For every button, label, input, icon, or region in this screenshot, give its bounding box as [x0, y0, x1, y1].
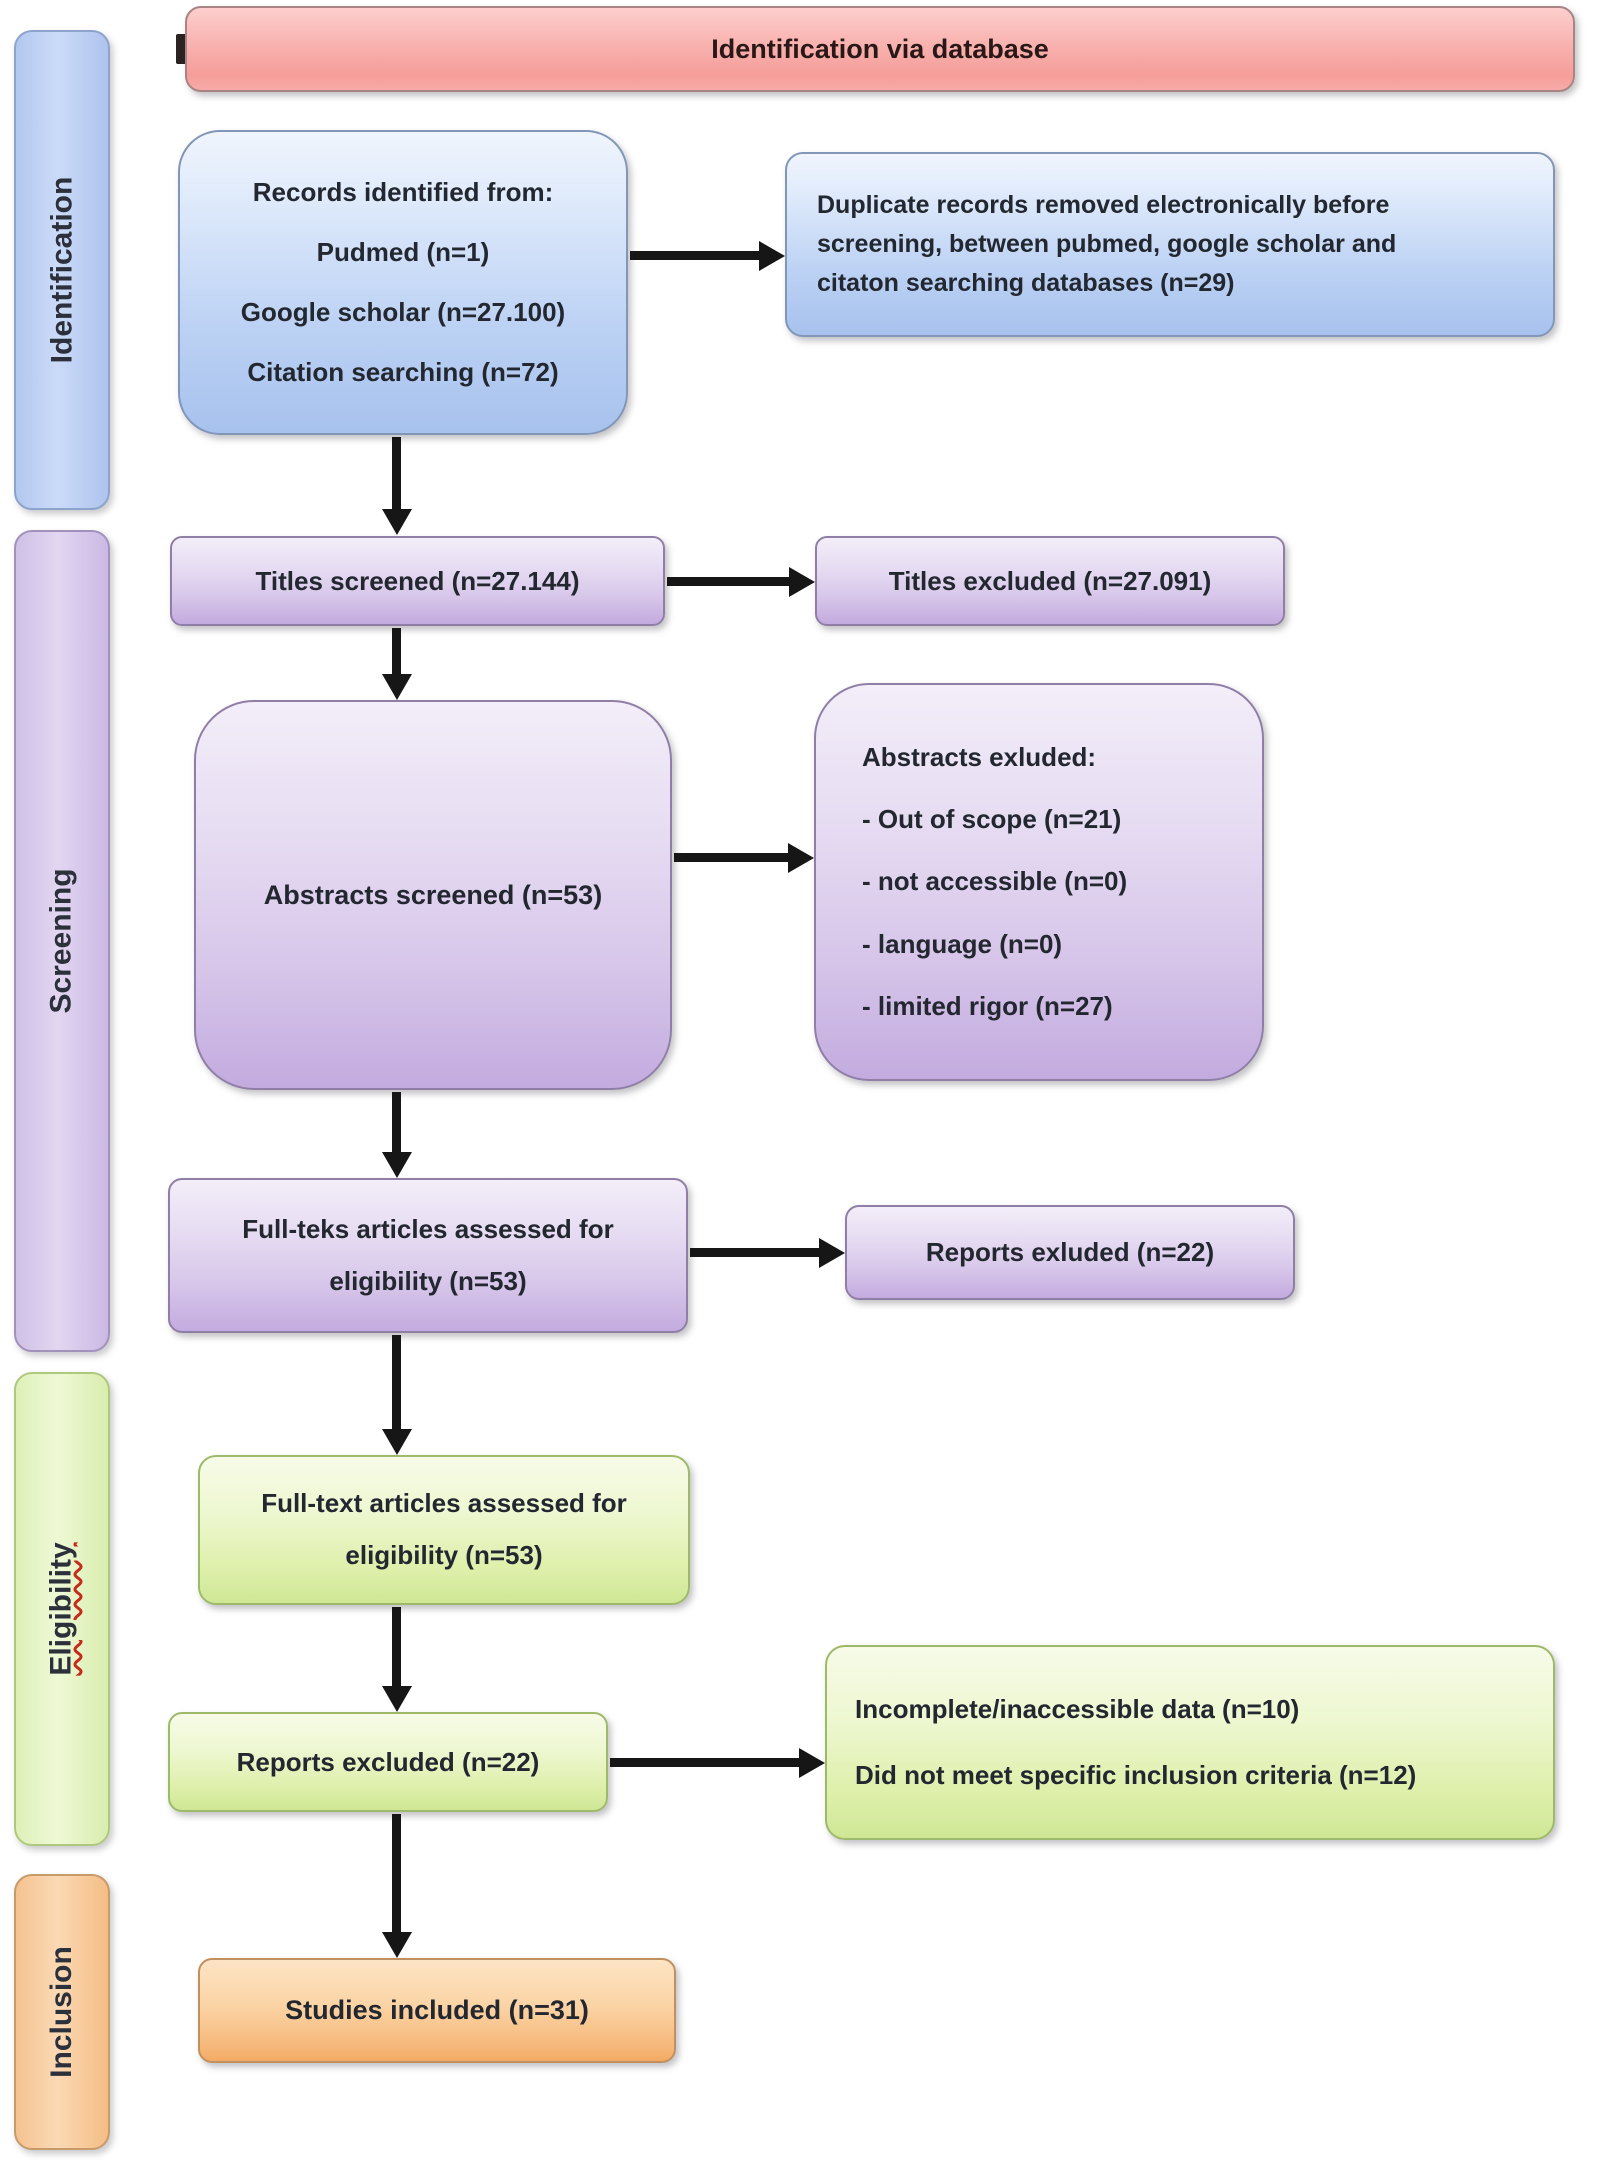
box-records-identified: Records identified from: Pudmed (n=1) Go… [178, 130, 628, 435]
abstracts-excluded-out-of-scope: - Out of scope (n=21) [862, 804, 1122, 835]
phase-label-inclusion: Inclusion [14, 1874, 110, 2150]
phase-label-identification: Identification [14, 30, 110, 510]
records-source-google-scholar: Google scholar (n=27.100) [240, 297, 566, 327]
duplicates-removed-text: Duplicate records removed electronically… [817, 191, 1397, 297]
box-titles-excluded: Titles excluded (n=27.091) [815, 536, 1285, 626]
box-abstracts-excluded: Abstracts exluded: - Out of scope (n=21)… [814, 683, 1264, 1081]
abstracts-excluded-not-accessible: - not accessible (n=0) [862, 866, 1128, 897]
banner-title: Identification via database [711, 33, 1049, 64]
records-title: Records identified from: [252, 177, 554, 207]
arrow-titles-screened-to-excluded [667, 577, 789, 586]
arrow-titles-to-abstracts [392, 628, 401, 674]
box-titles-screened: Titles screened (n=27.144) [170, 536, 665, 626]
phase-label-eligibility: Eligibility [14, 1372, 110, 1846]
box-fulltext-assessed-purple: Full-teks articles assessed for eligibil… [168, 1178, 688, 1333]
arrow-reports-to-exclusion-details [610, 1758, 799, 1767]
arrow-records-to-duplicates [630, 251, 759, 260]
arrow-abstracts-to-fulltext [392, 1092, 401, 1152]
box-exclusion-details: Incomplete/inaccessible data (n=10) Did … [825, 1645, 1555, 1840]
box-abstracts-screened: Abstracts screened (n=53) [194, 700, 672, 1090]
exclusion-incomplete-data: Incomplete/inaccessible data (n=10) [855, 1694, 1300, 1724]
phase-label-screening: Screening [14, 530, 110, 1352]
abstracts-excluded-language: - language (n=0) [862, 928, 1063, 959]
arrow-reports-to-studies-included [392, 1814, 401, 1932]
abstracts-excluded-title: Abstracts exluded: [862, 742, 1097, 773]
banner-identification-via-database: Identification via database [185, 6, 1575, 92]
box-fulltext-assessed-green: Full-text articles assessed for eligibil… [198, 1455, 690, 1605]
arrow-fulltext-to-reports-excluded [690, 1248, 819, 1257]
exclusion-inclusion-criteria: Did not meet specific inclusion criteria… [855, 1760, 1417, 1790]
box-reports-excluded-green: Reports excluded (n=22) [168, 1712, 608, 1812]
arrow-green-fulltext-to-reports [392, 1607, 401, 1686]
records-source-pubmed: Pudmed (n=1) [316, 237, 490, 267]
arrow-abstracts-to-excluded [674, 853, 788, 862]
arrow-records-to-titles-screened [392, 437, 401, 509]
records-source-citation-searching: Citation searching (n=72) [247, 357, 559, 387]
box-duplicates-removed: Duplicate records removed electronically… [785, 152, 1555, 337]
box-reports-excluded-purple: Reports exluded (n=22) [845, 1205, 1295, 1300]
abstracts-excluded-limited-rigor: - limited rigor (n=27) [862, 990, 1113, 1021]
arrow-fulltext-purple-to-green [392, 1335, 401, 1429]
box-studies-included: Studies included (n=31) [198, 1958, 676, 2063]
